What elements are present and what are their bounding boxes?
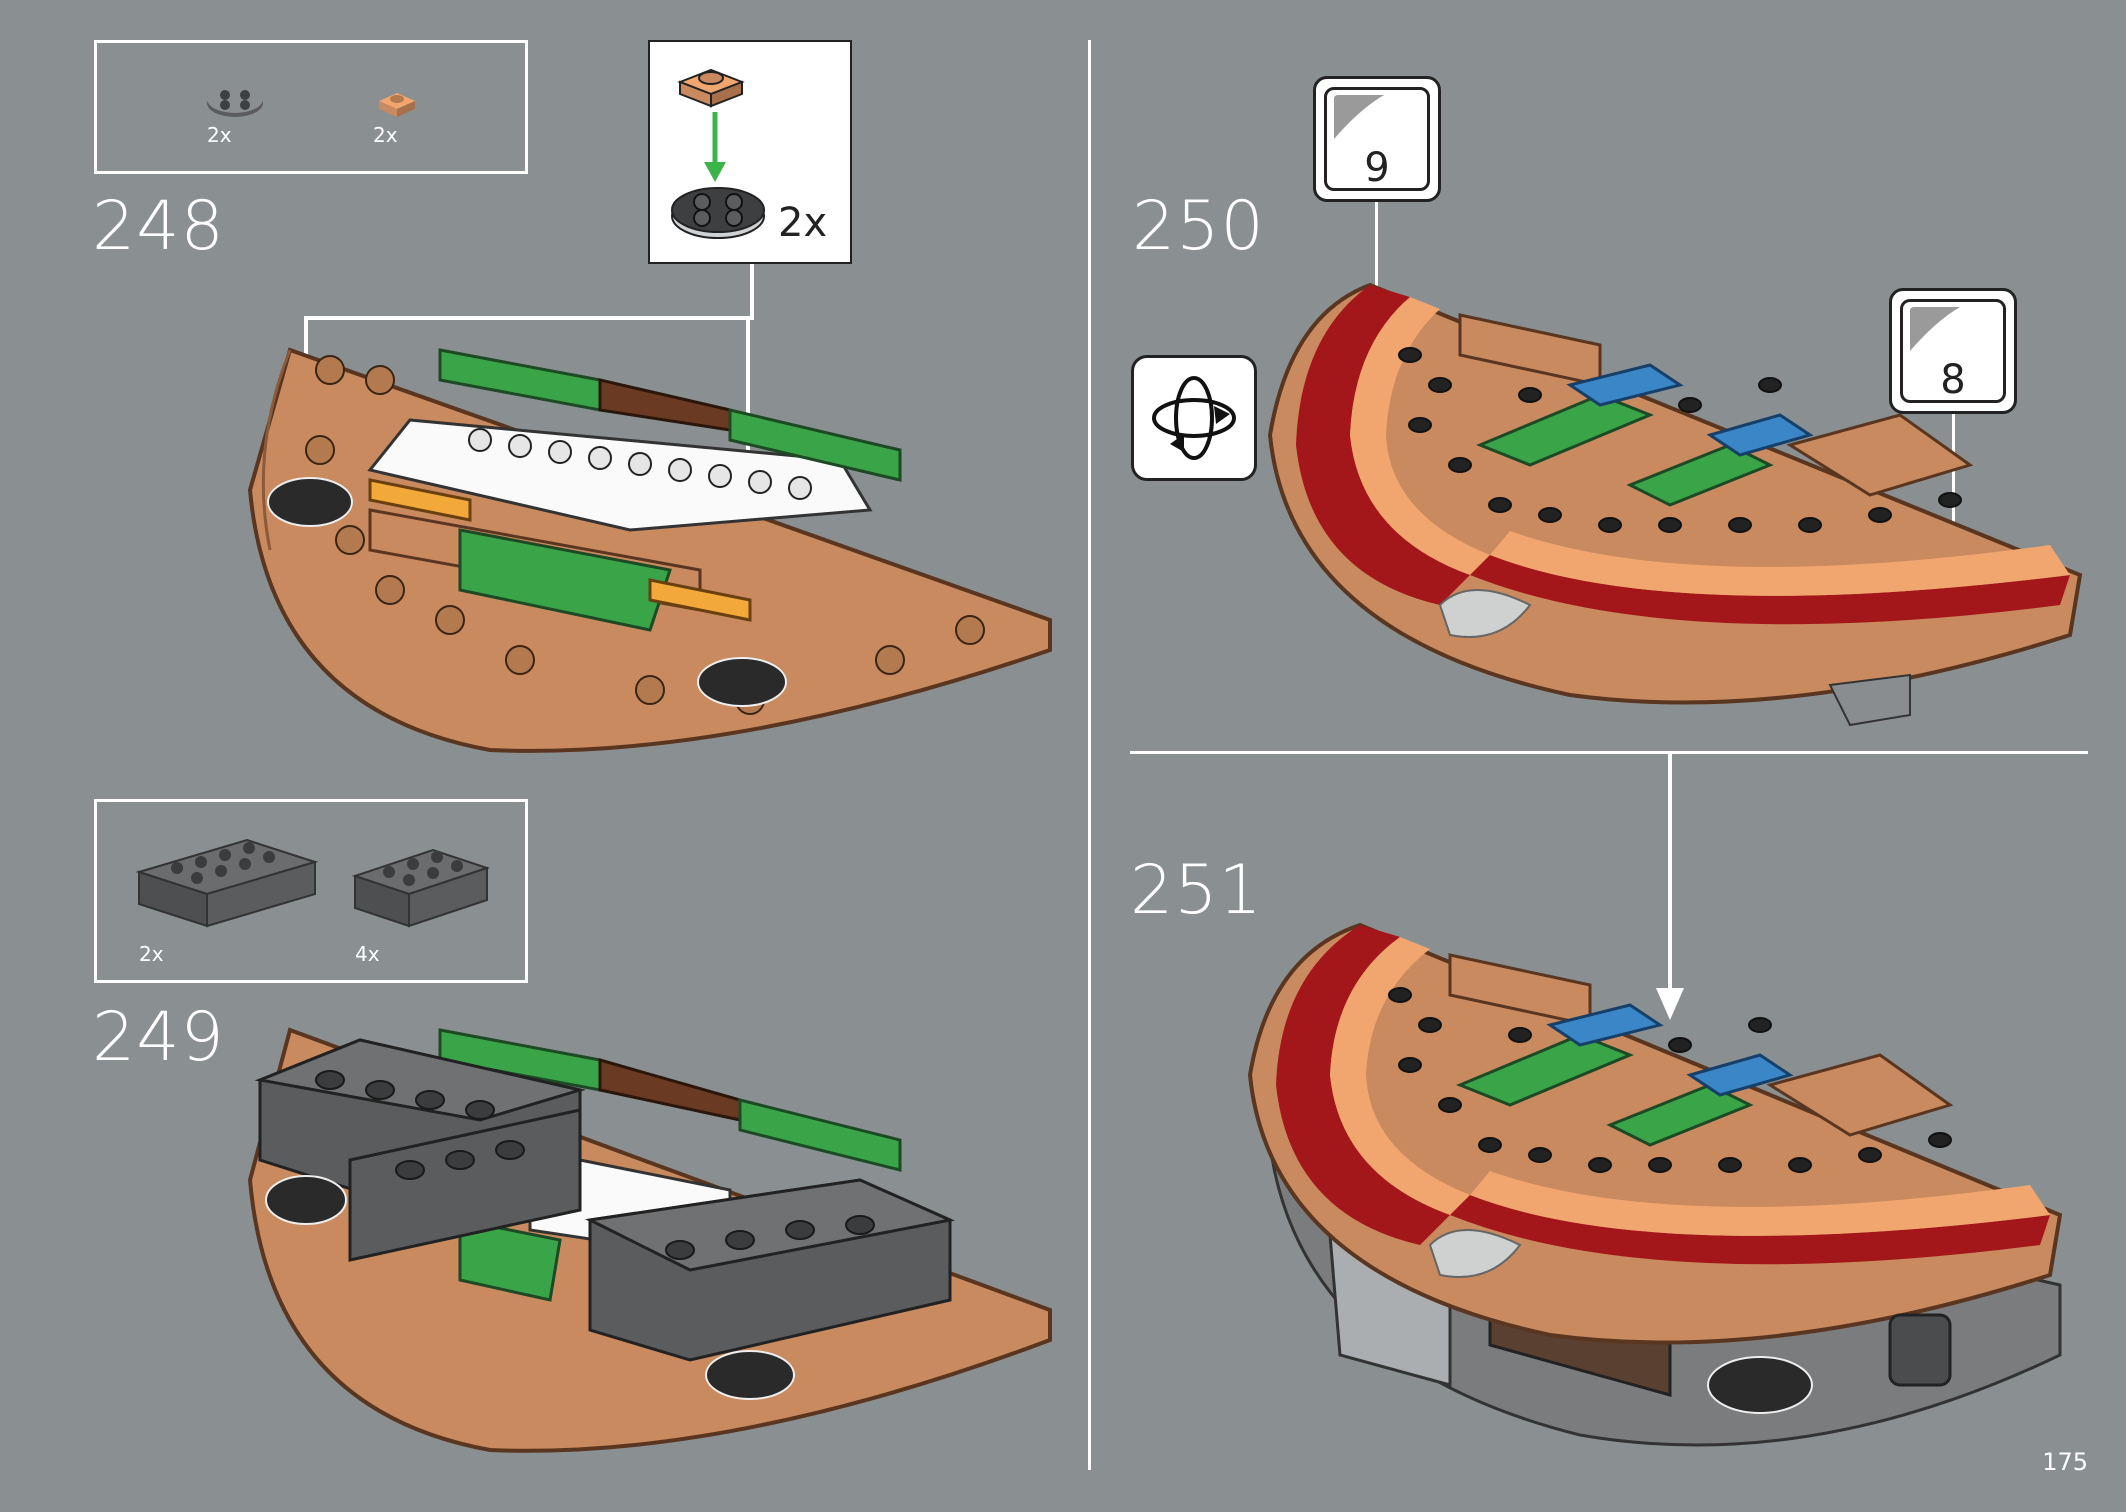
sticker-tag-9: 9 xyxy=(1313,76,1441,202)
round-plate-2x2-gray-icon xyxy=(671,187,765,239)
callout-qty: 2x xyxy=(778,200,828,246)
step-number-251: 251 xyxy=(1130,851,1263,930)
sticker-peel-icon xyxy=(1910,307,1960,351)
model-step-251 xyxy=(1247,922,2063,1447)
sticker-tag-8: 8 xyxy=(1889,288,2017,414)
plate-1x1-tan-icon xyxy=(677,68,745,108)
model-step-248 xyxy=(247,347,1052,753)
brick-2x6-dark-gray-icon xyxy=(135,838,319,928)
sub-assembly-callout: 2x xyxy=(648,40,852,264)
page-number: 175 xyxy=(2042,1448,2088,1476)
part-qty: 2x xyxy=(373,123,398,147)
sticker-number: 8 xyxy=(1940,357,1966,403)
sticker-peel-icon xyxy=(1334,95,1384,139)
part-qty: 4x xyxy=(355,942,380,966)
sticker-pointer-9 xyxy=(1375,202,1378,294)
sticker-icon xyxy=(1324,87,1430,191)
parts-box-step-248: 2x 2x xyxy=(94,40,528,174)
rotate-model-icon xyxy=(1131,355,1257,481)
model-step-250 xyxy=(1267,282,2083,727)
sticker-number: 9 xyxy=(1364,145,1390,191)
part-qty: 2x xyxy=(207,123,232,147)
step-number-248: 248 xyxy=(92,187,225,266)
plate-1x1-tan-icon xyxy=(379,93,415,117)
horizontal-divider xyxy=(1130,751,2088,754)
round-plate-2x2-gray-icon xyxy=(207,85,263,117)
insert-arrow xyxy=(1656,752,1684,1020)
model-step-249 xyxy=(247,1027,1052,1453)
down-arrow-icon xyxy=(704,112,726,182)
vertical-divider xyxy=(1088,40,1091,1470)
brick-2x4-dark-gray-icon xyxy=(351,848,491,928)
parts-box-step-249: 2x 4x xyxy=(94,799,528,983)
part-qty: 2x xyxy=(139,942,164,966)
step-number-250: 250 xyxy=(1132,187,1265,266)
rotate-arrows-icon xyxy=(1152,376,1236,460)
step-number-249: 249 xyxy=(92,998,225,1077)
sticker-icon xyxy=(1900,299,2006,403)
